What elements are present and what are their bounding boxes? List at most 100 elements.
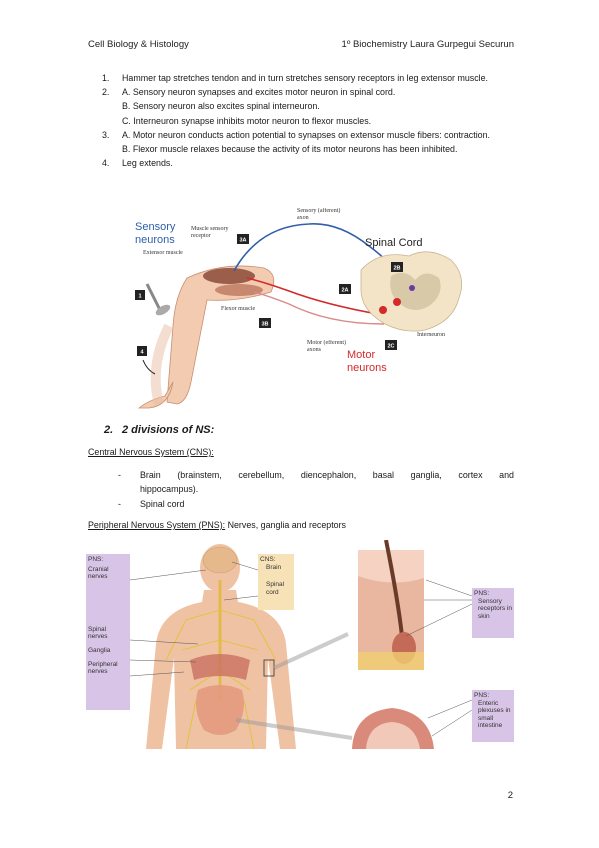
motor-axon-path-1 [246, 277, 390, 317]
svg-text:2C: 2C [387, 344, 394, 350]
gray-matter-shape [390, 272, 441, 310]
tag-4: 4 [137, 346, 147, 356]
svg-text:2B: 2B [393, 266, 400, 272]
steps-list: 1. Hammer tap stretches tendon and in tu… [94, 71, 512, 170]
leg-shape [166, 265, 275, 405]
motor-neuron-cell-2 [379, 306, 387, 314]
skin-arrow [273, 632, 349, 670]
enteric-label: Enteric plexuses in small intestine [478, 699, 511, 730]
cns-heading: Central Nervous System (CNS): [88, 447, 214, 457]
cns-labels-wrap: CNS: Brain Spinal cord [260, 556, 285, 596]
cranial-label: Cranial nerves [88, 565, 109, 581]
interneuron-label-wrap: Interneuron [417, 332, 445, 338]
pns-line: Peripheral Nervous System (PNS): Nerves,… [88, 520, 346, 530]
tag-2b: 2B [391, 262, 403, 272]
nervous-system-figure: PNS: Cranial nerves Spinal nerves Gangli… [86, 540, 514, 749]
label-lines [129, 561, 259, 677]
leg-ghost [150, 323, 174, 406]
section-heading: 2 divisions of NS: [122, 424, 215, 436]
mn-label-line: neurons [347, 362, 387, 374]
list-number: 4. [102, 158, 110, 169]
sn-label-line: Sensory [135, 221, 176, 233]
list-number: 1. [102, 73, 110, 83]
brain-shape [202, 546, 238, 574]
pns-enteric-box [472, 690, 514, 742]
svg-text:3A: 3A [239, 238, 246, 244]
pns-heading: Peripheral Nervous System (PNS): [88, 520, 226, 530]
skin-labels-wrap: PNS: Sensory receptors in skin [474, 590, 512, 620]
extensor-label-wrap: Extensor muscle [143, 250, 183, 256]
bullet-dash: - [118, 470, 121, 480]
flexor-muscle-label: Flexor muscle [221, 306, 256, 312]
sensory-axon-label-wrap: Sensory (afferent) axon [297, 208, 341, 221]
svg-text:1: 1 [138, 294, 141, 300]
list-text: Hammer tap stretches tendon and in turn … [122, 73, 489, 83]
svg-text:4: 4 [140, 350, 144, 356]
intestine-lumen [366, 722, 420, 749]
tag-2c: 2C [385, 340, 397, 350]
list-number: 3. [102, 129, 110, 140]
flexor-label-wrap: Flexor muscle [221, 306, 256, 312]
sensory-receptors-label: Sensory receptors in skin [478, 597, 512, 620]
extensor-muscle-label: Extensor muscle [143, 250, 183, 256]
pns-skin-box [472, 588, 514, 638]
cns-bullet: - Spinal cord [118, 497, 514, 511]
svg-text:3B: 3B [261, 322, 268, 328]
leg-extends-arrow [142, 359, 156, 375]
pns-label: PNS: [88, 556, 104, 563]
list-text: A. Sensory neuron synapses and excites m… [122, 87, 396, 98]
cns-box [258, 554, 294, 610]
list-item: 3. A. Motor neuron conducts action poten… [94, 128, 512, 156]
list-text: B. Sensory neuron also excites spinal in… [122, 101, 320, 112]
motor-axon-path-2 [253, 291, 385, 325]
motor-axons-label: Motor (efferent) axons [307, 340, 347, 353]
spinal-cord-fig-label: Spinal cord [266, 581, 285, 596]
list-text: Leg extends. [122, 158, 173, 169]
interneuron-label: Interneuron [417, 332, 445, 338]
cns-label: CNS: [260, 556, 276, 563]
hair-shape [384, 540, 404, 637]
enteric-labels-wrap: PNS: Enteric plexuses in small intestine [474, 692, 511, 730]
spinal-nerves-label: Spinal nerves [88, 625, 108, 641]
peripheral-label: Peripheral nerves [88, 660, 118, 676]
muscle-receptor-label: Muscle sensory receptor [191, 226, 229, 239]
sn-label-line: neurons [135, 234, 175, 246]
header-right: 1º Biochemistry Laura Gurpegui Securun [341, 39, 514, 50]
tag-3a: 3A [237, 234, 249, 244]
intestine-shape [196, 685, 244, 735]
tag-3b: 3B [259, 318, 271, 328]
motor-axons-label-wrap: Motor (efferent) axons [307, 340, 347, 353]
hammer-head [155, 304, 171, 316]
section-number: 2. [104, 424, 114, 436]
nerve-paths [165, 609, 277, 749]
list-text: A. Motor neuron conducts action potentia… [122, 129, 491, 140]
cns-item-brain: Brain (brainstem, cerebellum, diencephal… [140, 470, 514, 480]
fat-layer [358, 652, 424, 670]
muscle-receptor-label-wrap: Muscle sensory receptor [191, 226, 229, 239]
pns-skin-label: PNS: [474, 590, 490, 597]
page-number: 2 [507, 790, 513, 801]
list-item: 4. Leg extends. [94, 156, 512, 170]
interneuron-cell [409, 285, 415, 291]
stomach-shape [190, 654, 250, 680]
list-item: 1. Hammer tap stretches tendon and in tu… [94, 71, 512, 85]
ganglia-label: Ganglia [88, 646, 111, 654]
pns-box [86, 554, 130, 710]
mn-label-line: Motor [347, 349, 375, 361]
flexor-muscle-shape [215, 284, 263, 296]
spinal-cord-label: Spinal Cord [365, 237, 422, 249]
list-number: 2. [102, 87, 110, 98]
header-left: Cell Biology & Histology [88, 39, 189, 50]
cns-bullet: - Brain (brainstem, cerebellum, dienceph… [118, 468, 514, 496]
sensory-axon-label: Sensory (afferent) axon [297, 208, 341, 221]
bullet-dash: - [118, 499, 121, 509]
hammer-handle [145, 283, 163, 313]
motor-neuron-cell [393, 298, 401, 306]
section-title: 2. 2 divisions of NS: [104, 424, 214, 436]
pns-text: Nerves, ganglia and receptors [225, 520, 346, 530]
list-text: B. Flexor muscle relaxes because the act… [122, 144, 458, 155]
cns-item-spinal: Spinal cord [140, 499, 185, 509]
